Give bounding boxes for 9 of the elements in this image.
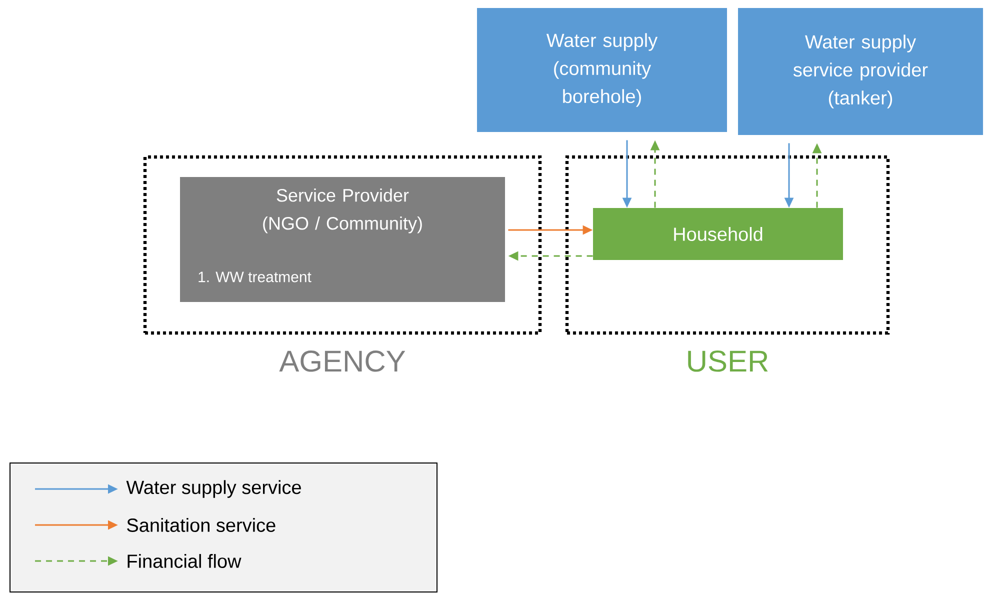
legend-label: Sanitation service	[127, 518, 276, 532]
group-label: AGENCY	[279, 350, 406, 372]
process-box: Water supply service provider (tanker)	[738, 8, 984, 135]
legend-label: Financial flow	[128, 554, 242, 568]
process-box: Service Provider (NGO / Community) 1. WW treatment	[180, 177, 505, 302]
process-box: Water supply (community borehole)	[477, 8, 727, 132]
legend-label: Water supply service	[126, 480, 301, 498]
process-box: Household	[593, 208, 844, 260]
group-label: USER	[688, 350, 768, 372]
